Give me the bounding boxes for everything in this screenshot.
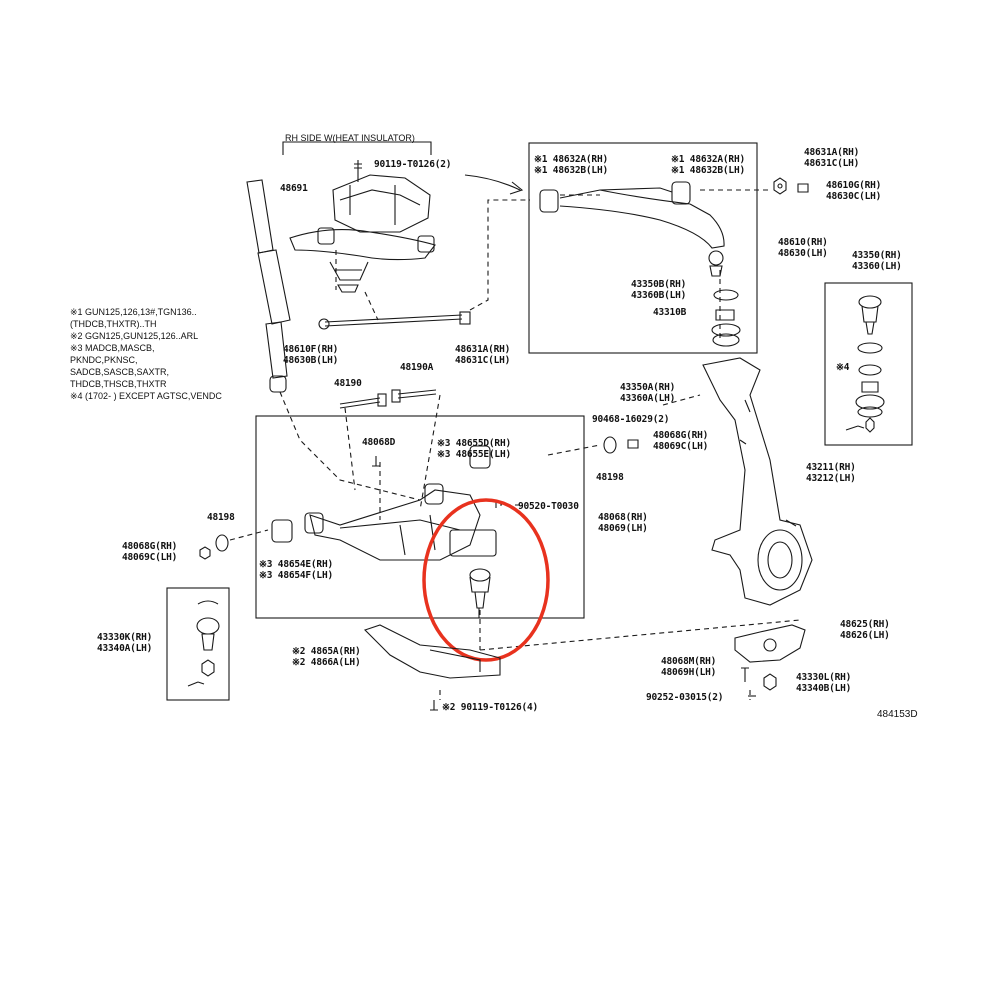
label-48630b[interactable]: 48630B(LH) <box>283 355 339 366</box>
note-3-cont-b: SADCB,SASCB,SAXTR, <box>70 367 170 377</box>
label-48654e[interactable]: ※3 48654E(RH) <box>259 559 333 570</box>
label-43350[interactable]: 43350(RH) <box>852 250 902 261</box>
label-90119-t0126-4[interactable]: ※2 90119-T0126(4) <box>442 702 539 713</box>
insulator-bracket-line <box>282 141 432 155</box>
note-3: ※3 MADCB,MASCB, <box>70 343 155 353</box>
label-48198-left[interactable]: 48198 <box>207 512 235 523</box>
label-48632a-2[interactable]: ※1 48632A(RH) <box>671 154 745 165</box>
label-48610g[interactable]: 48610G(RH) <box>826 180 882 191</box>
diagram-id: 484153D <box>877 709 918 720</box>
shock-absorber-drawing <box>246 179 291 393</box>
arrow-curve <box>464 174 521 191</box>
label-90468-16029[interactable]: 90468-16029(2) <box>592 414 670 425</box>
leader-lines <box>229 189 801 700</box>
label-48068d[interactable]: 48068D <box>362 437 396 448</box>
bushings-drawing <box>199 436 639 560</box>
upper-ball-joint-group-frame <box>824 282 913 446</box>
label-43330l[interactable]: 43330L(RH) <box>796 672 852 683</box>
label-48068m[interactable]: 48068M(RH) <box>661 656 717 667</box>
upper-arm-left-drawing <box>289 160 436 293</box>
label-48632a-1[interactable]: ※1 48632A(RH) <box>534 154 608 165</box>
label-43350a[interactable]: 43350A(RH) <box>620 382 676 393</box>
label-48069c-left[interactable]: 48069C(LH) <box>122 552 178 563</box>
label-48631c-left[interactable]: 48631C(LH) <box>455 355 511 366</box>
knuckle-arm-drawing <box>734 624 806 697</box>
label-90119-t0126-2[interactable]: 90119-T0126(2) <box>374 159 452 170</box>
label-4865a[interactable]: ※2 4865A(RH) <box>292 646 361 657</box>
label-90252-03015[interactable]: 90252-03015(2) <box>646 692 724 703</box>
label-43350b[interactable]: 43350B(RH) <box>631 279 687 290</box>
note-3-cont-a: PKNDC,PKNSC, <box>70 355 138 365</box>
label-43340a[interactable]: 43340A(LH) <box>97 643 153 654</box>
lower-arm-drawing <box>304 483 497 561</box>
label-48190[interactable]: 48190 <box>334 378 362 389</box>
steering-knuckle-drawing <box>702 357 813 606</box>
upper-arm-group-frame <box>528 142 758 354</box>
label-48190a[interactable]: 48190A <box>400 362 434 373</box>
label-note4-mark: ※4 <box>836 362 850 373</box>
insulator-header: RH SIDE W(HEAT INSULATOR) <box>285 133 415 143</box>
strut-rod-drawing <box>318 311 471 330</box>
label-43340b[interactable]: 43340B(LH) <box>796 683 852 694</box>
label-48068g-right[interactable]: 48068G(RH) <box>653 430 709 441</box>
lower-ball-joint-drawing <box>469 568 491 618</box>
label-48069c-right[interactable]: 48069C(LH) <box>653 441 709 452</box>
bolts-48190-drawing <box>339 389 437 409</box>
label-48691[interactable]: 48691 <box>280 183 308 194</box>
label-48069[interactable]: 48069(LH) <box>598 523 648 534</box>
label-90520-t0030[interactable]: 90520-T0030 <box>518 501 579 512</box>
arrow-head <box>509 181 524 195</box>
label-48654f[interactable]: ※3 48654F(LH) <box>259 570 333 581</box>
label-48630c[interactable]: 48630C(LH) <box>826 191 882 202</box>
label-48632b-2[interactable]: ※1 48632B(LH) <box>671 165 745 176</box>
label-48610[interactable]: 48610(RH) <box>778 237 828 248</box>
label-43310b[interactable]: 43310B <box>653 307 687 318</box>
label-43330k[interactable]: 43330K(RH) <box>97 632 153 643</box>
label-48655d[interactable]: ※3 48655D(RH) <box>437 438 511 449</box>
label-48631c-right[interactable]: 48631C(LH) <box>804 158 860 169</box>
nuts-top-right <box>773 177 809 195</box>
label-48632b-1[interactable]: ※1 48632B(LH) <box>534 165 608 176</box>
note-3-cont-c: THDCB,THSCB,THXTR <box>70 379 167 389</box>
label-48068[interactable]: 48068(RH) <box>598 512 648 523</box>
label-48626[interactable]: 48626(LH) <box>840 630 890 641</box>
label-48198-right[interactable]: 48198 <box>596 472 624 483</box>
label-48630[interactable]: 48630(LH) <box>778 248 828 259</box>
lower-arm-group-frame <box>255 415 585 619</box>
skid-plate-drawing <box>363 624 501 711</box>
label-48625[interactable]: 48625(RH) <box>840 619 890 630</box>
note-4: ※4 (1702- ) EXCEPT AGTSC,VENDC <box>70 391 222 401</box>
label-43212[interactable]: 43212(LH) <box>806 473 856 484</box>
label-43360b[interactable]: 43360B(LH) <box>631 290 687 301</box>
label-43360a[interactable]: 43360A(LH) <box>620 393 676 404</box>
label-48610f[interactable]: 48610F(RH) <box>283 344 339 355</box>
highlight-circle <box>422 498 550 662</box>
label-48069h[interactable]: 48069H(LH) <box>661 667 717 678</box>
label-43211[interactable]: 43211(RH) <box>806 462 856 473</box>
upper-ball-joint-exploded <box>845 295 885 433</box>
note-1-cont: (THDCB,THXTR)..TH <box>70 319 157 329</box>
lower-ball-joint-exploded <box>187 600 220 687</box>
label-48631a-right[interactable]: 48631A(RH) <box>804 147 860 158</box>
note-2: ※2 GGN125,GUN125,126..ARL <box>70 331 199 341</box>
label-4866a[interactable]: ※2 4866A(LH) <box>292 657 361 668</box>
upper-arm-right-drawing <box>539 181 741 347</box>
lower-ball-joint-group-frame <box>166 587 230 701</box>
label-48655e[interactable]: ※3 48655E(LH) <box>437 449 511 460</box>
note-1: ※1 GUN125,126,13#,TGN136.. <box>70 307 197 317</box>
label-48631a-left[interactable]: 48631A(RH) <box>455 344 511 355</box>
label-43360[interactable]: 43360(LH) <box>852 261 902 272</box>
label-48068g-left[interactable]: 48068G(RH) <box>122 541 178 552</box>
